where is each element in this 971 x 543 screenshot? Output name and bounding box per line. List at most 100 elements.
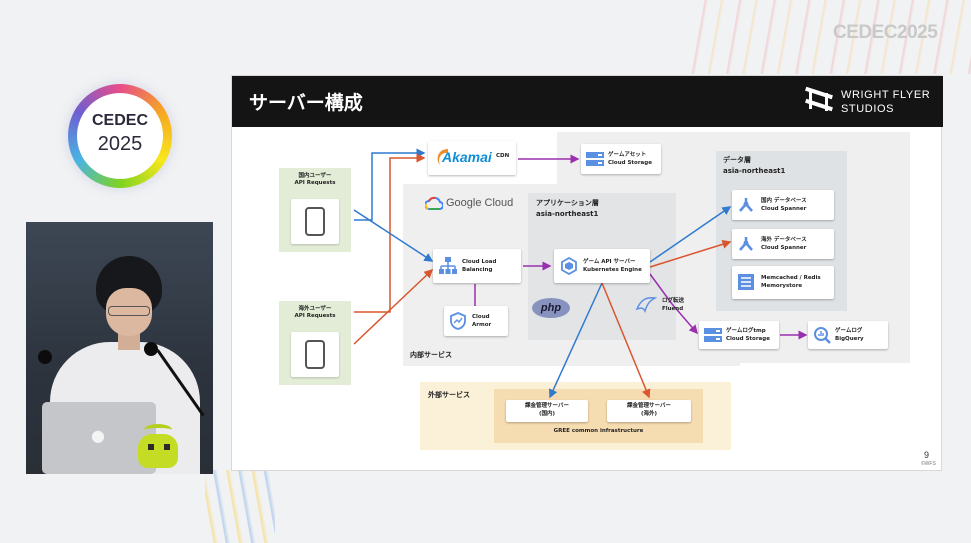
brand-name: WRIGHT FLYER STUDIOS [841,88,941,116]
db-overseas-subtitle: Cloud Spanner [761,244,807,251]
kubernetes-icon [561,257,577,275]
api-server-subtitle: Kubernetes Engine [583,266,642,273]
google-cloud-icon [425,196,443,210]
gree-label: GREE common infrastructure [553,428,644,434]
event-corner-logo: CEDEC2025 [833,22,938,43]
cloud-storage-icon [704,328,722,342]
page-number: 9 [924,450,930,460]
log-tmp-subtitle: Cloud Storage [726,335,770,342]
asset-storage-label: ゲームアセット Cloud Storage [608,152,652,167]
load-balancer-node: Cloud Load Balancing [433,249,521,283]
wright-flyer-logo-icon [805,86,833,112]
apple-logo-icon: ● [91,426,105,445]
slide-title: サーバー構成 [249,92,363,114]
log-tmp-label: ゲームログtmp Cloud Storage [726,328,770,343]
line-api-to-fluentd [649,273,673,305]
speaker-glasses [108,306,150,316]
memorystore-title: Memcached / Redis [761,275,821,281]
billing-domestic-label: 課金管理サーバー (国内) [506,403,588,418]
arrow-domestic-to-lb [353,209,434,262]
load-balancer-subtitle: Balancing [462,266,493,273]
api-server-node: ゲーム API サーバー Kubernetes Engine [554,249,650,283]
cloud-storage-icon [586,152,604,166]
db-domestic-subtitle: Cloud Spanner [761,205,807,212]
memorystore-label: Memcached / Redis Memorystore [761,275,821,290]
data-layer-title: データ層 [723,156,751,164]
akamai-swoosh-icon [437,149,448,165]
db-domestic-title: 国内 データベース [761,198,807,204]
mascot-antenna [144,424,172,436]
log-tmp-title: ゲームログtmp [726,328,766,334]
load-balancer-icon [439,257,457,274]
stage-decoration-streaks [690,0,971,74]
bigquery-subtitle: BigQuery [835,335,864,342]
data-layer-region-name: asia-northeast1 [723,167,786,175]
fluentd-icon [635,297,657,313]
db-overseas-title: 海外 データベース [761,237,807,243]
overseas-user-label: 海外ユーザー API Requests [279,306,351,320]
asset-storage-subtitle: Cloud Storage [608,159,652,166]
cdn-logo: Akamai [442,149,492,165]
microphone-icon [144,342,158,356]
app-layer-title: アプリケーション層 [536,199,599,207]
php-logo: php [532,298,570,318]
data-layer-label: データ層 asia-northeast1 [723,155,785,177]
db-overseas-label: 海外 データベース Cloud Spanner [761,237,807,252]
arrow-api-to-billing-domestic [549,282,603,399]
domestic-user-title: 国内ユーザー [298,173,332,179]
internal-services-label: 内部サービス [410,351,452,359]
cloud-armor-subtitle: Armor [472,321,492,328]
bigquery-node: ゲームログ BigQuery [808,321,888,349]
google-cloud-label: Google Cloud [446,197,514,209]
cloud-spanner-icon [739,237,753,251]
app-layer-label: アプリケーション層 asia-northeast1 [536,198,599,220]
fluentd-title: ログ転送 [662,298,685,304]
billing-domestic-title: 課金管理サーバー [525,403,569,409]
slide-header: サーバー構成 WRIGHT FLYER STUDIOS [232,76,943,127]
arrow-overseas-to-cdn [354,153,426,313]
external-services-label: 外部サービス [428,391,470,399]
api-server-title: ゲーム API サーバー [583,259,636,265]
overseas-user-subtitle: API Requests [294,313,336,319]
load-balancer-label: Cloud Load Balancing [462,259,496,274]
speaker-face-front [106,288,152,334]
memorystore-node: Memcached / Redis Memorystore [732,266,834,299]
connection-arrows [353,148,808,399]
billing-overseas-label: 課金管理サーバー (海外) [607,403,691,418]
cloud-armor-title: Cloud [472,314,490,320]
copyright: ©WFS [921,461,936,467]
billing-overseas-node: 課金管理サーバー (海外) [607,400,691,422]
tablet-icon [305,207,325,236]
shield-icon [450,312,466,330]
billing-overseas-title: 課金管理サーバー [627,403,671,409]
domestic-user-label: 国内ユーザー API Requests [279,173,351,187]
overseas-user-title: 海外ユーザー [298,306,332,312]
cloud-armor-label: Cloud Armor [472,314,491,329]
arrow-domestic-to-cdn [354,148,426,221]
cdn-label: CDN [496,153,510,159]
asset-storage-node: ゲームアセット Cloud Storage [581,144,661,174]
db-overseas-node: 海外 データベース Cloud Spanner [732,229,834,259]
event-logo-year: 2025 [97,133,143,155]
brand-line-2: STUDIOS [841,103,895,115]
event-logo-inner [77,93,163,179]
billing-domestic-node: 課金管理サーバー (国内) [506,400,588,422]
mascot-eyes [148,444,170,450]
arrow-api-to-db-domestic [649,206,732,263]
log-tmp-node: ゲームログtmp Cloud Storage [699,321,779,349]
memorystore-subtitle: Memorystore [761,282,803,289]
billing-overseas-subtitle: (海外) [640,410,658,417]
microphone-icon [38,350,52,364]
arrow-api-to-db-overseas [649,239,732,268]
bigquery-label: ゲームログ BigQuery [835,328,864,343]
tablet-icon [305,340,325,369]
stage-decoration-streaks [205,470,275,543]
arrow-fluentd-to-logtmp [671,303,698,335]
mascot-figure [138,434,178,468]
bigquery-title: ゲームログ [835,328,863,334]
brand-line-1: WRIGHT FLYER [841,89,931,101]
overseas-device [291,332,339,377]
app-layer-region-name: asia-northeast1 [536,210,599,218]
cdn-node: Akamai CDN [428,141,516,175]
domestic-user-subtitle: API Requests [294,180,336,186]
